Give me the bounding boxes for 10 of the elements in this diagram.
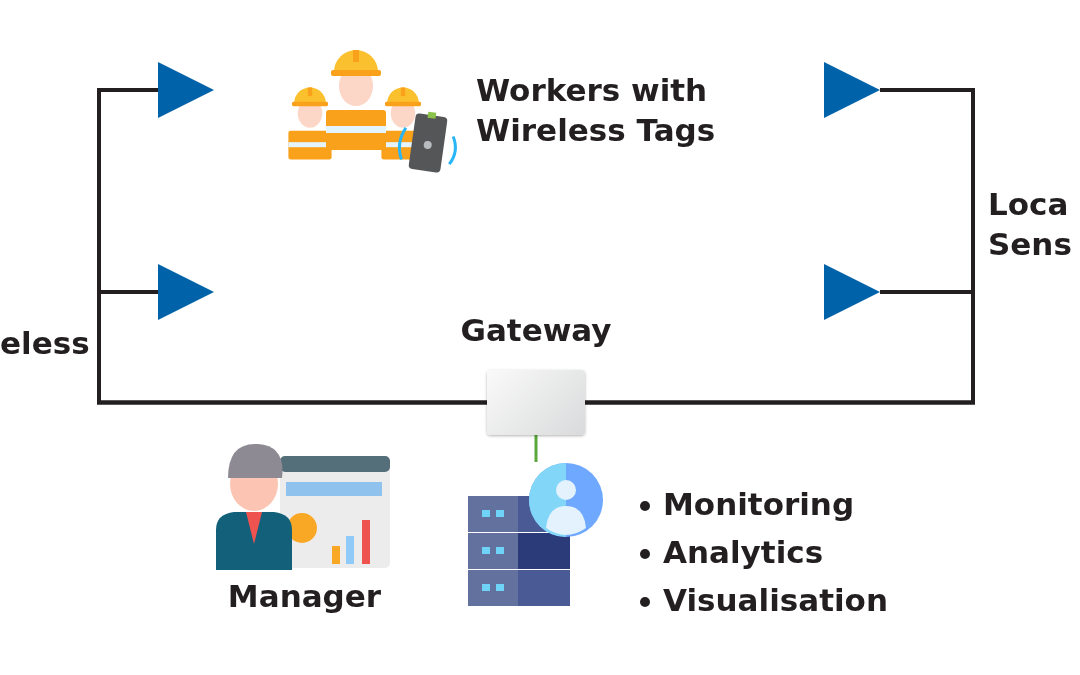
node-label: Workers with Wireless Tags bbox=[476, 71, 717, 150]
list-item: Analytics bbox=[663, 533, 825, 572]
connector-line bbox=[97, 290, 487, 405]
connector-line bbox=[534, 435, 538, 462]
node-label: Manager bbox=[226, 577, 383, 616]
connector-line bbox=[585, 290, 975, 405]
list-item: Monitoring bbox=[663, 485, 856, 524]
section-label: eless bbox=[0, 324, 91, 363]
list-item: Visualisation bbox=[663, 581, 889, 620]
node-label: Gateway bbox=[459, 311, 613, 350]
